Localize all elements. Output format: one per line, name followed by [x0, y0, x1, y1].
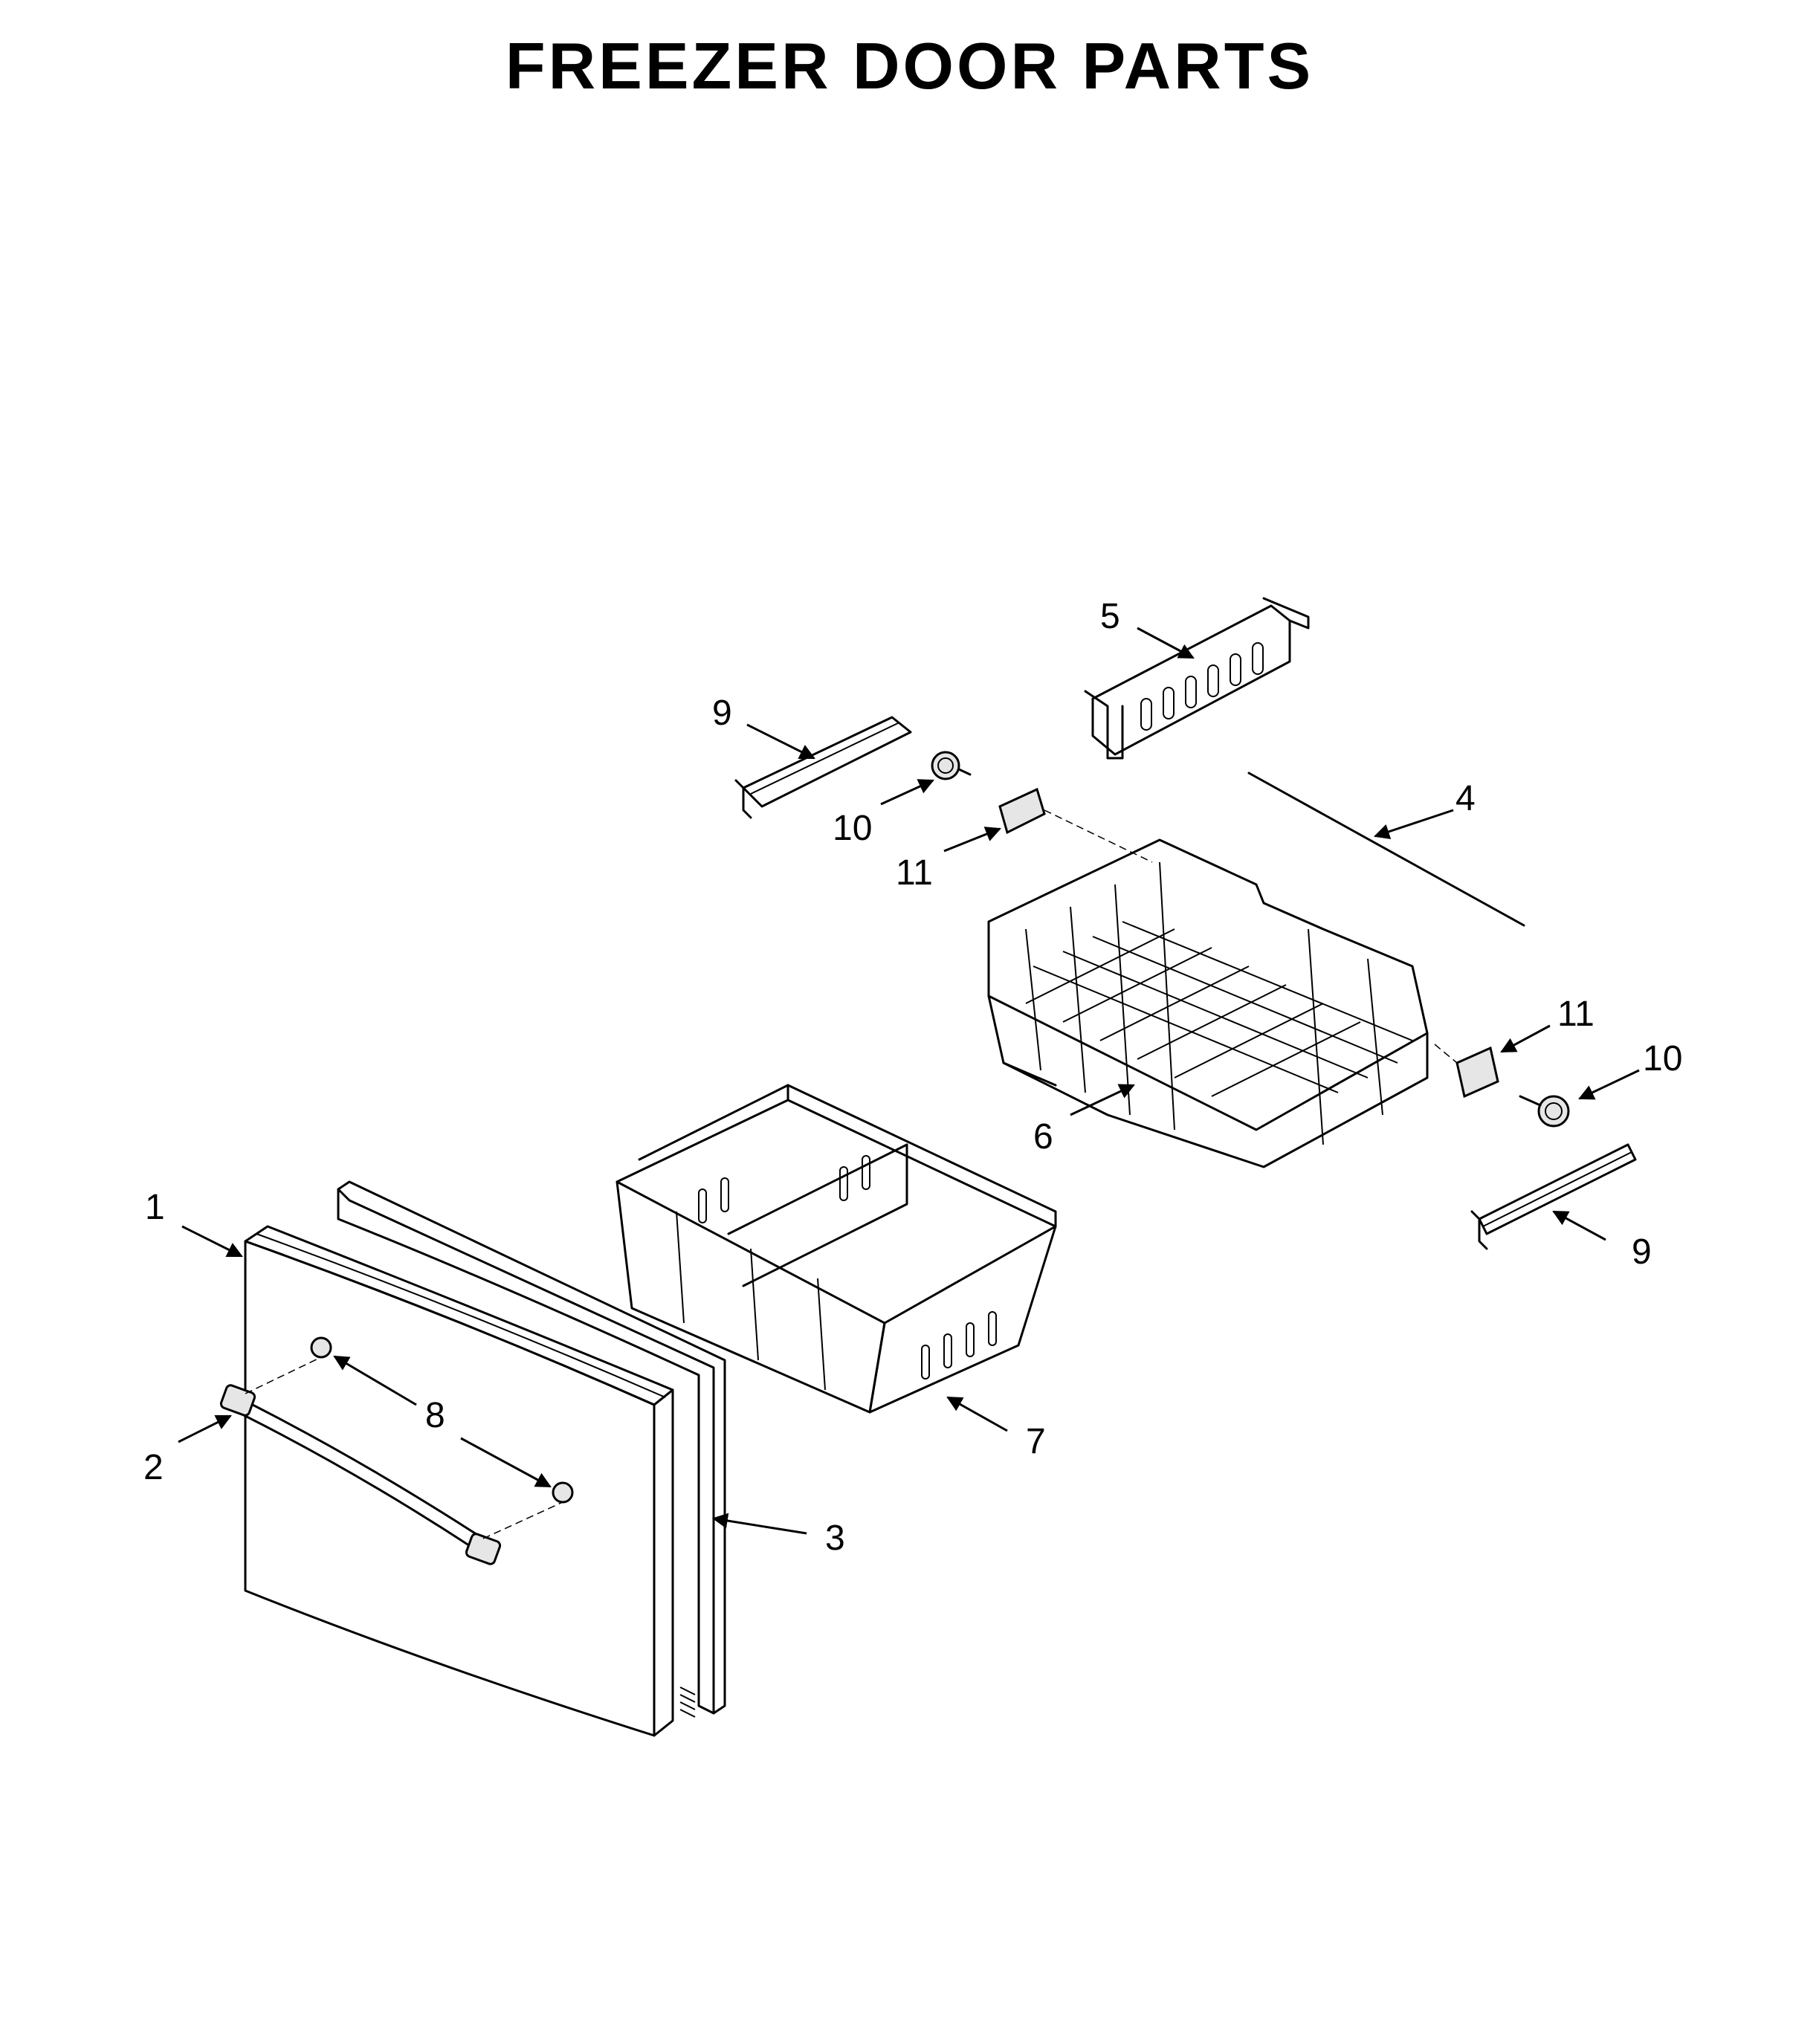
part-5-divider[interactable] — [1084, 597, 1310, 760]
part-7-freezer-bin[interactable] — [616, 1084, 1057, 1414]
part-10-gear-left[interactable] — [931, 751, 972, 780]
callout-4: 4 — [1455, 779, 1476, 818]
callout-6: 6 — [1033, 1117, 1053, 1157]
page-title: FREEZER DOOR PARTS — [505, 29, 1314, 103]
part-3-door-gasket[interactable] — [337, 1180, 726, 1718]
part-8-handle-studs[interactable] — [245, 1336, 574, 1539]
callout-8: 8 — [425, 1396, 445, 1435]
callout-5: 5 — [1100, 597, 1120, 636]
part-10-gear-right[interactable] — [1519, 1095, 1570, 1128]
callout-10-left: 10 — [833, 809, 872, 848]
part-4-divider-rod[interactable] — [1247, 772, 1525, 927]
part-9-slide-rail-left[interactable] — [734, 716, 912, 819]
part-6-wire-basket[interactable] — [987, 838, 1429, 1168]
callout-10-right: 10 — [1643, 1039, 1682, 1078]
callout-11-right: 11 — [1557, 994, 1595, 1034]
wire-grid — [1025, 861, 1413, 1145]
callout-7: 7 — [1026, 1422, 1046, 1461]
part-9-slide-rail-right[interactable] — [1470, 1143, 1637, 1250]
callout-1: 1 — [145, 1188, 165, 1227]
callout-9-right: 9 — [1632, 1232, 1652, 1272]
part-11-bracket-right[interactable] — [1434, 1044, 1499, 1099]
callout-3: 3 — [825, 1519, 845, 1558]
callout-2: 2 — [143, 1448, 164, 1487]
part-1-door-panel[interactable] — [244, 1225, 674, 1737]
part-11-bracket-left[interactable] — [998, 787, 1153, 863]
callout-9-left: 9 — [712, 693, 732, 733]
part-2-door-handle[interactable] — [219, 1384, 502, 1565]
callout-11-left: 11 — [896, 853, 933, 893]
leader-lines — [178, 627, 1640, 1535]
